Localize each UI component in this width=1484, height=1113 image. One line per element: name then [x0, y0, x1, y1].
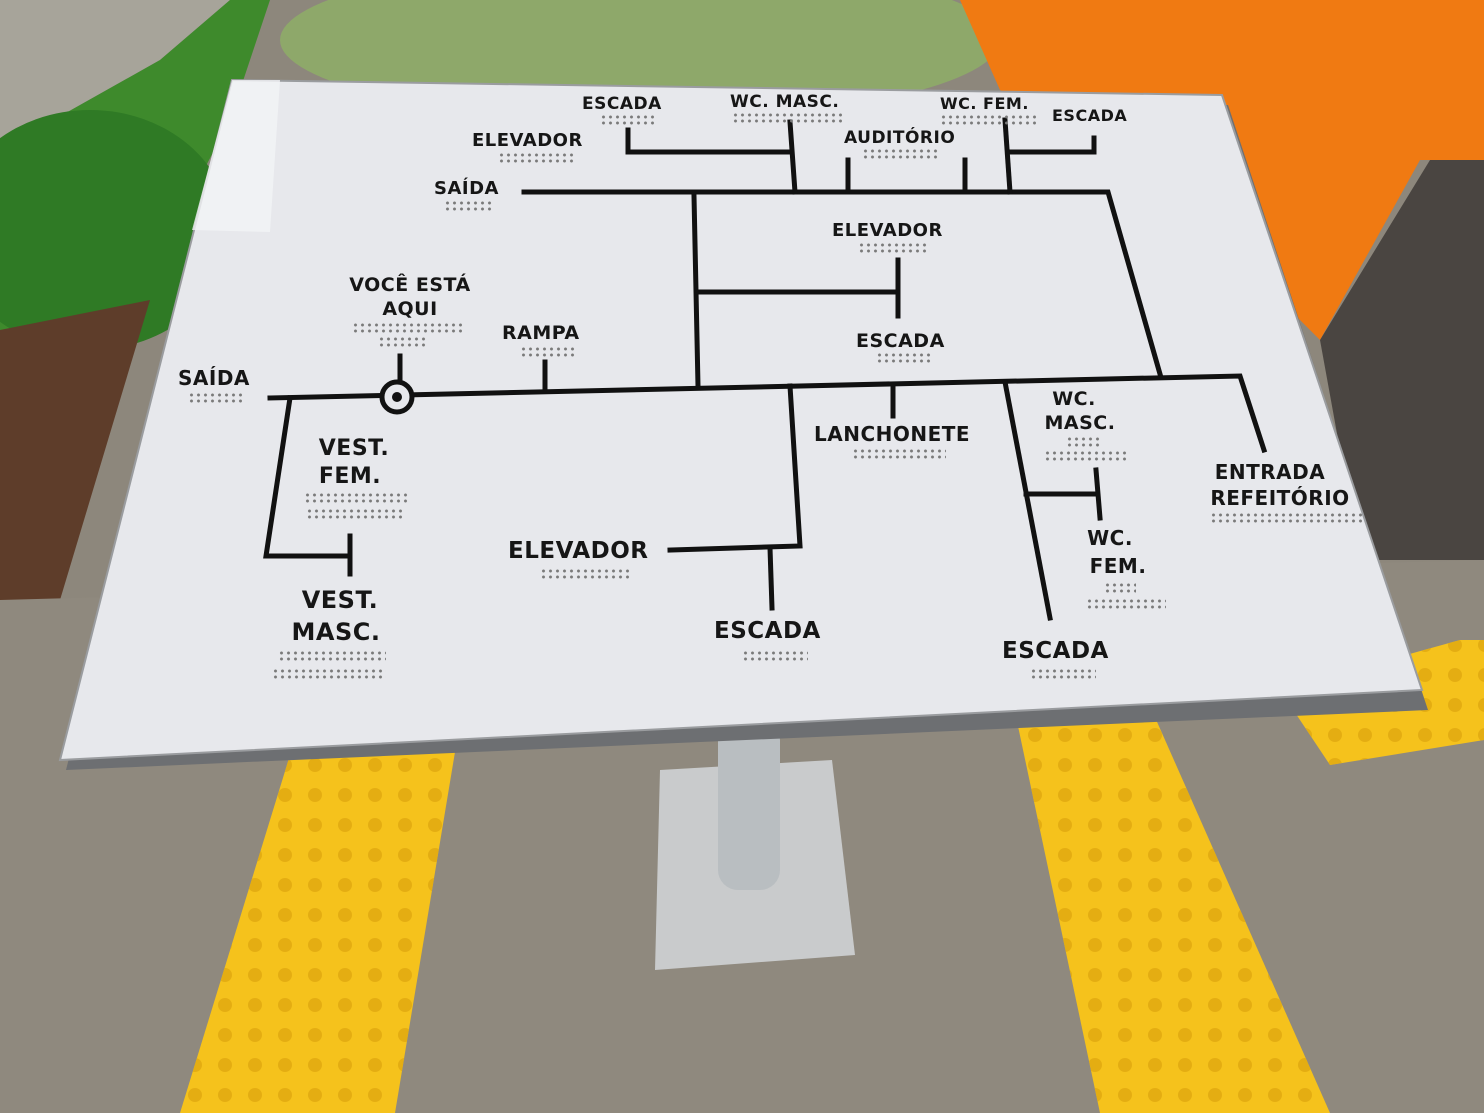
- label-wc-masc-top: WC. MASC.: [730, 92, 840, 112]
- label-wc-masc-mid-2: MASC.: [1044, 412, 1116, 434]
- label-wc-fem-mid-1: WC.: [1087, 526, 1133, 550]
- label-auditorio: AUDITÓRIO: [844, 128, 956, 148]
- label-vest-masc-1: VEST.: [301, 586, 379, 614]
- braille-dots: [732, 112, 842, 124]
- label-escada-top-left: ESCADA: [582, 94, 662, 114]
- braille-dots: [1104, 582, 1136, 594]
- braille-dots: [1086, 598, 1166, 610]
- braille-dots: [1044, 450, 1130, 462]
- label-escada-mid: ESCADA: [856, 330, 945, 352]
- mulch-bed: [0, 300, 150, 600]
- label-rampa: RAMPA: [502, 322, 580, 344]
- braille-dots: [858, 242, 930, 254]
- braille-dots: [1030, 668, 1096, 680]
- label-refeitorio: REFEITÓRIO: [1210, 486, 1350, 510]
- label-entrada: ENTRADA: [1214, 460, 1326, 484]
- shrub: [0, 110, 230, 350]
- braille-dots: [940, 114, 1036, 126]
- label-escada-top-right: ESCADA: [1052, 106, 1128, 125]
- braille-dots: [862, 148, 938, 160]
- label-elevador-mid: ELEVADOR: [832, 220, 943, 241]
- braille-dots: [852, 448, 946, 460]
- label-escada-bottom-mid: ESCADA: [714, 618, 821, 644]
- sign-face: [60, 80, 1422, 760]
- braille-dots: [742, 650, 808, 662]
- braille-dots: [498, 152, 574, 164]
- braille-dots: [1066, 436, 1100, 448]
- label-saida-left: SAÍDA: [178, 366, 250, 390]
- label-saida-top: SAÍDA: [434, 178, 499, 199]
- braille-dots: [876, 352, 932, 364]
- label-vest-fem-2: FEM.: [318, 464, 382, 489]
- braille-dots: [352, 322, 462, 334]
- dark-doorway: [1320, 160, 1484, 560]
- label-wc-fem-mid-2: FEM.: [1089, 554, 1147, 578]
- braille-dots: [520, 346, 576, 358]
- walkway: [0, 0, 230, 150]
- label-wc-fem-top: WC. FEM.: [940, 94, 1029, 113]
- label-aqui: AQUI: [382, 298, 438, 320]
- label-voce-esta: VOCÊ ESTÁ: [349, 274, 471, 296]
- braille-dots: [304, 492, 408, 504]
- braille-dots: [540, 568, 632, 580]
- label-vest-masc-2: MASC.: [291, 618, 381, 646]
- braille-dots: [188, 392, 242, 404]
- braille-dots: [272, 668, 386, 680]
- map-route-lines: [263, 117, 1268, 621]
- label-elevador-bottom: ELEVADOR: [508, 538, 649, 564]
- label-wc-masc-mid-1: WC.: [1052, 388, 1096, 410]
- braille-dots: [278, 650, 386, 662]
- pole: [718, 720, 780, 890]
- braille-dots: [444, 200, 494, 212]
- label-lanchonete: LANCHONETE: [814, 422, 971, 446]
- braille-dots: [378, 336, 428, 348]
- braille-dots: [1210, 512, 1364, 524]
- braille-dots: [306, 508, 402, 520]
- braille-dots: [600, 114, 654, 126]
- label-escada-bottom-right: ESCADA: [1002, 638, 1109, 664]
- label-vest-fem-1: VEST.: [318, 436, 390, 461]
- label-elevador-top: ELEVADOR: [472, 130, 583, 151]
